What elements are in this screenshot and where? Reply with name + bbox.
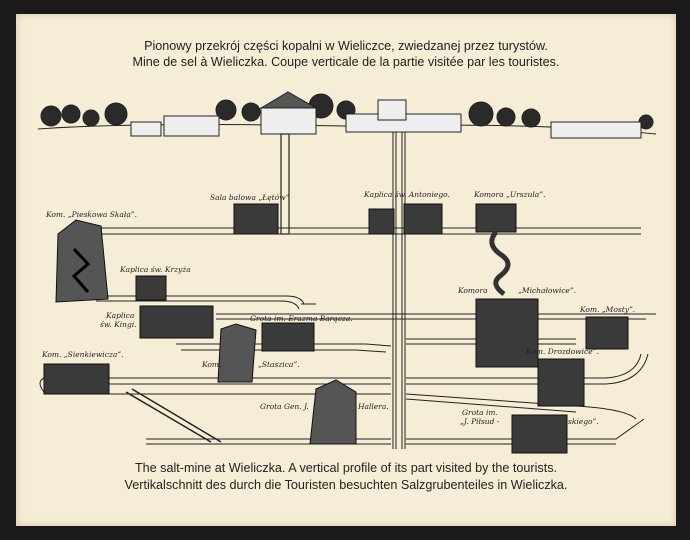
shafts <box>280 132 406 449</box>
caption-german: Vertikalschnitt des durch die Touristen … <box>124 478 568 492</box>
label-pilsudskiego-1: Grota im. <box>462 408 498 417</box>
label-kaplica-kingi-1: Kaplica <box>106 311 135 320</box>
label-urszula: Komora „Urszula”. <box>474 190 546 199</box>
title-polish: Pionowy przekrój części kopalni w Wielic… <box>144 39 548 53</box>
chamber-pictures <box>43 203 629 454</box>
label-mosty: Kom. „Mosty”. <box>580 305 636 314</box>
label-pilsudskiego-2: „J. Piłsud - <box>460 417 500 426</box>
label-michalowice-1: Komora <box>458 286 488 295</box>
postcard: Pionowy przekrój części kopalni w Wielic… <box>16 14 676 526</box>
label-grota-baracza: Grota im. Erazma Barącza. <box>250 314 353 323</box>
label-sala-balowa: Sala balowa „Łętów” <box>210 193 290 202</box>
title-french: Mine de sel à Wieliczka. Coupe verticale… <box>132 55 560 69</box>
label-hallera-1: Grota Gen. J. <box>260 402 309 411</box>
label-kaplica-antoniego: Kaplica św. Antoniego. <box>364 190 450 199</box>
label-michalowice-2: „Michałowice”. <box>518 286 577 295</box>
label-drozdowice: Kom. Drozdowice”. <box>526 347 599 356</box>
mine-profile-drawing <box>37 91 657 454</box>
label-sienkiewicza: Kom. „Sienkiewicza”. <box>42 350 124 359</box>
label-staszica-1: Kom. <box>202 360 222 369</box>
label-hallera-2: Hallera. <box>358 402 389 411</box>
label-staszica-2: „Staszica”. <box>258 360 300 369</box>
surface-landscape <box>37 91 657 139</box>
label-kaplica-kingi-2: św. Kingi. <box>100 320 137 329</box>
label-pilsudskiego-3: skiego”. <box>568 417 599 426</box>
caption-english: The salt-mine at Wieliczka. A vertical p… <box>134 461 558 475</box>
label-kaplica-krzyza: Kaplica św. Krzyża <box>120 265 191 274</box>
label-pieskowa-skala: Kom. „Pieskowa Skała”. <box>46 210 138 219</box>
tunnels <box>39 227 656 445</box>
